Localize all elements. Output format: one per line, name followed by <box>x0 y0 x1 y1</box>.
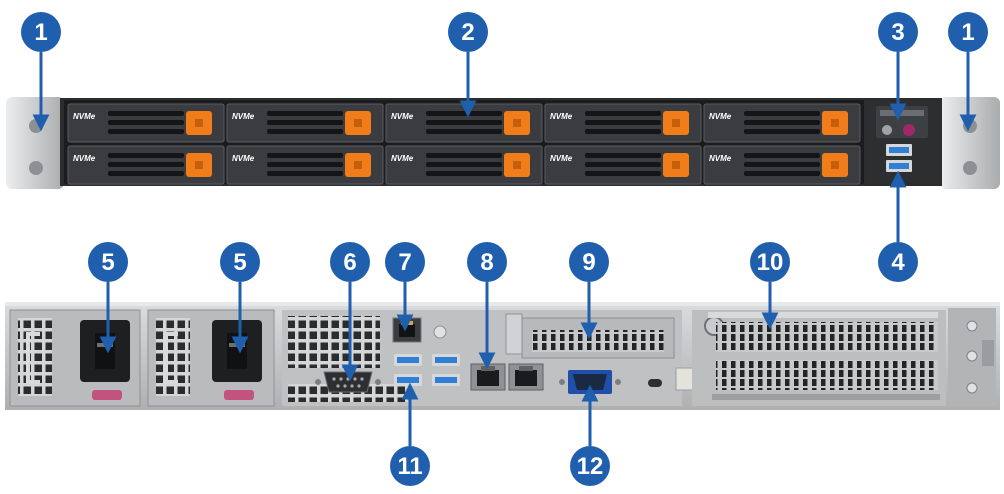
drive-bay[interactable]: NVMe <box>703 103 861 143</box>
callout-number: 12 <box>577 453 604 480</box>
drive-bay[interactable]: NVMe <box>385 103 543 143</box>
drive-label: NVMe <box>232 154 255 163</box>
drive-label: NVMe <box>391 112 414 121</box>
drive-label: NVMe <box>550 154 573 163</box>
callout-rear-usb: 11 <box>390 446 430 486</box>
lan-port[interactable] <box>470 363 506 391</box>
drive-label: NVMe <box>232 112 255 121</box>
rear-view <box>5 302 1000 410</box>
vent-grid <box>288 316 380 368</box>
drive-label: NVMe <box>73 154 96 163</box>
callout-number: 1 <box>34 19 47 46</box>
power-jack <box>648 379 662 387</box>
rear-right-bracket <box>948 308 996 406</box>
mounting-screw <box>433 325 447 339</box>
drive-label: NVMe <box>391 154 414 163</box>
callout-pcie-slot-low: 9 <box>569 242 609 282</box>
rear-usb-ports <box>394 354 460 386</box>
callout-number: 7 <box>398 249 411 276</box>
label-sticker <box>675 367 695 391</box>
callout-leaders <box>32 52 977 446</box>
pcie-slot-full-height <box>692 310 946 406</box>
callout-lan-ports: 8 <box>467 242 507 282</box>
callout-number: 9 <box>582 249 595 276</box>
callout-number: 5 <box>101 249 114 276</box>
callout-number: 11 <box>397 453 422 480</box>
drive-bay[interactable]: NVMe <box>385 145 543 185</box>
callout-front-usb: 4 <box>878 242 918 282</box>
callout-number: 8 <box>480 249 493 276</box>
callout-rack-ear-left: 1 <box>21 12 61 52</box>
power-supply-2 <box>147 309 275 407</box>
rack-ear-left <box>6 97 64 189</box>
callout-psu-2: 5 <box>220 242 260 282</box>
vga-port[interactable] <box>559 370 621 394</box>
drive-bay[interactable]: NVMe <box>226 145 384 185</box>
callout-com-port: 6 <box>330 242 370 282</box>
lan-port[interactable] <box>508 363 544 391</box>
drive-bay[interactable]: NVMe <box>226 103 384 143</box>
drive-label: NVMe <box>73 112 96 121</box>
uid-button[interactable] <box>882 125 892 135</box>
drive-label: NVMe <box>550 112 573 121</box>
callout-number: 5 <box>233 249 246 276</box>
callout-number: 1 <box>961 19 974 46</box>
callout-number: 6 <box>343 249 356 276</box>
drive-bay[interactable]: NVMe <box>544 103 702 143</box>
callout-control-panel: 3 <box>878 12 918 52</box>
callout-number: 4 <box>891 249 905 276</box>
callout-drive-bays: 2 <box>448 12 488 52</box>
callout-number: 3 <box>891 19 904 46</box>
callout-number: 2 <box>461 19 474 46</box>
callout-number: 10 <box>757 249 784 276</box>
rack-ear-right <box>940 97 1000 189</box>
drive-label: NVMe <box>709 154 732 163</box>
drive-bay[interactable]: NVMe <box>544 145 702 185</box>
psu-release-tab[interactable] <box>92 390 122 400</box>
drive-label: NVMe <box>709 112 732 121</box>
power-button[interactable] <box>903 124 915 136</box>
drive-bay[interactable]: NVMe <box>703 145 861 185</box>
com-port[interactable] <box>315 371 381 393</box>
lan-ports <box>470 363 544 391</box>
callout-psu-1: 5 <box>88 242 128 282</box>
power-supply-1 <box>9 309 141 407</box>
pcie-slot-low-profile <box>505 313 675 359</box>
psu-release-tab[interactable] <box>224 390 254 400</box>
callout-rack-ear-right: 1 <box>948 12 988 52</box>
drive-bay[interactable]: NVMe <box>67 145 225 185</box>
callout-vga-port: 12 <box>570 446 610 486</box>
callout-pcie-slot-full: 10 <box>750 242 790 282</box>
drive-bay[interactable]: NVMe <box>67 103 225 143</box>
callout-ipmi-lan: 7 <box>385 242 425 282</box>
